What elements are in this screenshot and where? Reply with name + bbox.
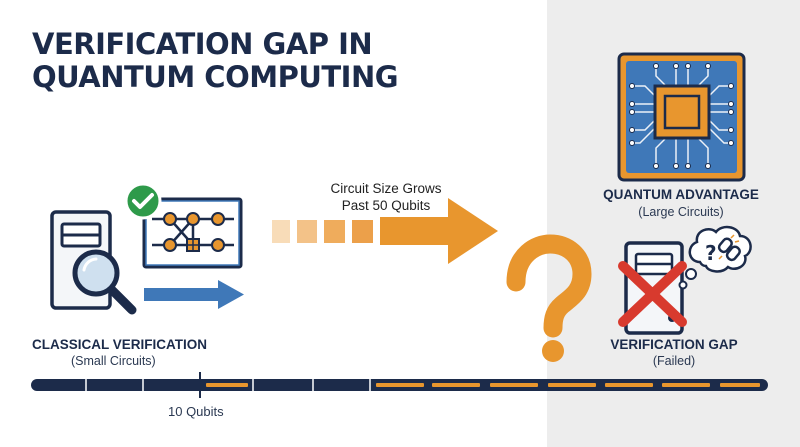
title-line-1: VERIFICATION GAP IN xyxy=(32,27,373,61)
growth-caption-line-1: Circuit Size Grows xyxy=(330,181,442,196)
verification-gap-sublabel: (Failed) xyxy=(652,354,696,368)
checkmark-icon xyxy=(124,182,162,220)
quantum-advantage-label: QUANTUM ADVANTAGE xyxy=(603,187,759,202)
question-mark-icon xyxy=(506,234,592,362)
title-line-2: QUANTUM COMPUTING xyxy=(32,60,399,94)
quantum-advantage-sublabel: (Large Circuits) xyxy=(638,205,724,219)
small-circuit-icon xyxy=(142,197,243,269)
thought-bubble-icon: ? xyxy=(678,225,752,290)
page-title: VERIFICATION GAP IN QUANTUM COMPUTING xyxy=(32,28,452,94)
magnifier-icon xyxy=(72,249,137,315)
blue-arrow-icon xyxy=(144,280,244,309)
verification-gap-label: VERIFICATION GAP xyxy=(610,337,738,352)
timeline-marker-label: 10 Qubits xyxy=(168,404,224,419)
red-x-icon xyxy=(618,261,687,327)
quantum-chip-icon xyxy=(617,52,746,182)
classical-verification-sublabel: (Small Circuits) xyxy=(71,354,156,368)
broken-link-icon xyxy=(717,234,741,262)
growth-caption: Circuit Size Grows Past 50 Qubits xyxy=(306,180,466,214)
timeline-bar xyxy=(31,379,768,391)
classical-verification-label: CLASSICAL VERIFICATION xyxy=(32,337,208,352)
growth-arrow-icon xyxy=(272,198,498,264)
growth-caption-line-2: Past 50 Qubits xyxy=(341,198,431,213)
question-glyph: ? xyxy=(705,241,717,265)
